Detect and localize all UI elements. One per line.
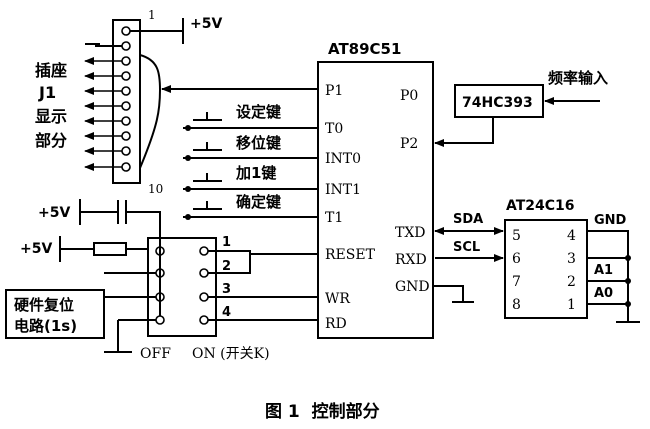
connector-bus-brace <box>139 54 162 169</box>
pin-int0: INT0 <box>325 151 361 167</box>
switch-1-2-link <box>208 250 251 274</box>
dip-switch <box>147 237 217 337</box>
cap-power-label: +5V <box>38 205 70 221</box>
res-power-label: +5V <box>20 241 52 257</box>
connector-label-j1: J1 <box>38 83 56 102</box>
connector-pin-1-label: 1 <box>148 8 156 22</box>
figure-caption: 图 1 控制部分 <box>265 401 380 422</box>
switch-num-3: 3 <box>222 282 231 297</box>
switch-num-4: 4 <box>222 305 231 320</box>
hw-reset-line2: 电路(1s) <box>14 317 77 335</box>
hw-reset-box <box>5 289 105 339</box>
sda-label: SDA <box>453 212 483 227</box>
eeprom-pin-3: 3 <box>567 251 576 267</box>
connector-output-arrows <box>84 57 122 171</box>
pin-p1: P1 <box>325 83 343 99</box>
eeprom-pin-7: 7 <box>512 274 521 290</box>
key-shift <box>183 142 318 161</box>
at24c16-chip <box>504 219 588 319</box>
pin-rxd: RXD <box>395 252 427 268</box>
pin-wr: WR <box>325 291 350 307</box>
key-set <box>183 112 318 131</box>
74hc393-label: 74HC393 <box>462 95 533 111</box>
resistor <box>93 242 127 256</box>
scl-label: SCL <box>453 240 480 255</box>
junction-pin1 <box>625 301 631 307</box>
pin-t1: T1 <box>325 210 343 226</box>
eeprom-a1-label: A1 <box>594 263 613 278</box>
connector-label-display: 显示 <box>35 107 67 126</box>
eeprom-pin-2: 2 <box>567 274 576 290</box>
pin-reset: RESET <box>325 247 376 263</box>
key-set-label: 设定键 <box>236 103 281 121</box>
chip-gnd-wire <box>433 285 464 302</box>
pin-rd: RD <box>325 316 347 332</box>
key-plus1-label: 加1键 <box>235 164 276 182</box>
connector-label-part: 部分 <box>35 131 67 150</box>
pin-gnd: GND <box>395 279 430 295</box>
hw-reset-line1: 硬件复位 <box>14 296 74 314</box>
74hc393-chip <box>454 84 544 118</box>
key-confirm <box>183 201 318 220</box>
key-plus1 <box>183 173 318 192</box>
eeprom-pin-4: 4 <box>567 228 576 244</box>
switch-on-label: ON (开关K) <box>192 346 270 362</box>
eeprom-gnd-rail <box>587 230 629 322</box>
p2-wire <box>434 117 494 147</box>
freq-input-label: 频率输入 <box>548 69 608 87</box>
key-confirm-label: 确定键 <box>236 193 281 211</box>
connector-pins <box>121 26 131 172</box>
cap-wire-right <box>126 211 161 240</box>
switch-off-label: OFF <box>140 346 171 362</box>
eeprom-pin-8: 8 <box>512 297 521 313</box>
junction-a1 <box>625 255 631 261</box>
pin-int1: INT1 <box>325 182 361 198</box>
connector-power-label: +5V <box>190 16 222 32</box>
eeprom-pin-5: 5 <box>512 228 521 244</box>
at89c51-label: AT89C51 <box>328 40 401 58</box>
junction-a0 <box>625 278 631 284</box>
switch-num-1: 1 <box>222 235 231 250</box>
pin-p2: P2 <box>400 136 418 152</box>
at89c51-chip <box>317 61 434 339</box>
eeprom-gnd-label: GND <box>594 213 627 228</box>
key-shift-label: 移位键 <box>236 134 281 152</box>
pin-p0: P0 <box>400 88 418 104</box>
eeprom-a0-label: A0 <box>594 286 613 301</box>
pin-txd: TXD <box>395 225 426 241</box>
eeprom-pin-1: 1 <box>567 297 576 313</box>
pin-t0: T0 <box>325 121 343 137</box>
connector-j1 <box>112 19 141 184</box>
connector-pin-10-label: 10 <box>148 182 163 196</box>
switch-num-2: 2 <box>222 259 231 274</box>
connector-label-socket: 插座 <box>35 61 67 80</box>
capacitor <box>117 200 127 224</box>
eeprom-pin-6: 6 <box>512 251 521 267</box>
at24c16-label: AT24C16 <box>506 198 575 214</box>
